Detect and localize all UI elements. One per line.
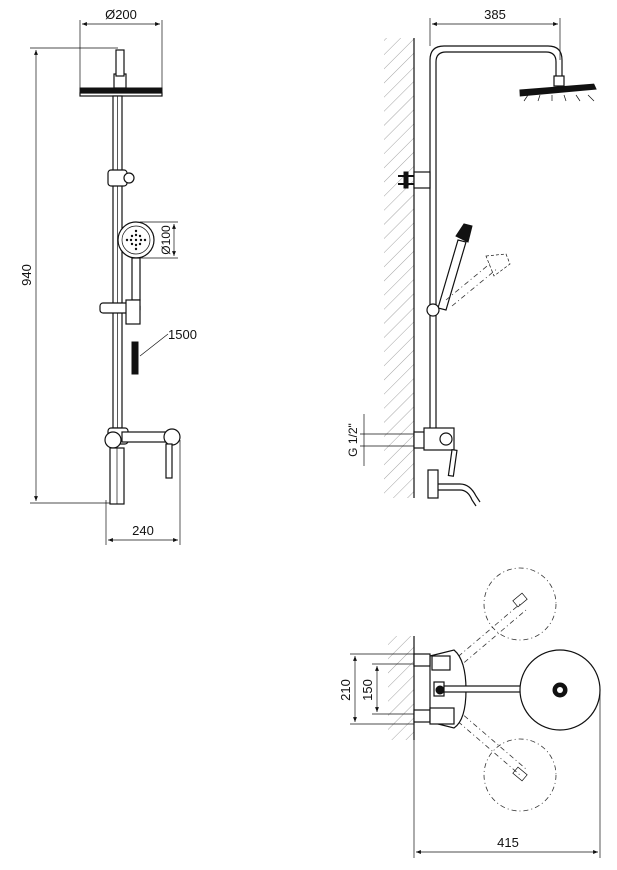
side-view: 385	[346, 7, 597, 507]
dim-arm-reach: 385	[484, 7, 506, 22]
dim-connection-thread: G 1/2"	[346, 423, 360, 457]
dim-hose-length: 1500	[168, 327, 197, 342]
dim-head-diameter: Ø200	[105, 7, 137, 22]
hand-shower-icon	[426, 223, 511, 317]
dim-inner-spacing: 150	[360, 679, 375, 701]
dim-outer-spacing: 210	[338, 679, 353, 701]
wall-hatch-icon	[388, 636, 415, 740]
hand-shower-icon	[117, 221, 155, 301]
top-view: 210 150	[338, 567, 601, 858]
dim-projection: 240	[132, 523, 154, 538]
mixer-lever-icon	[413, 427, 481, 507]
wall-hatch-icon	[384, 38, 415, 498]
shower-head-icon	[519, 649, 601, 731]
dim-total-width: 415	[497, 835, 519, 850]
front-view: 940 Ø200	[19, 7, 197, 545]
shower-head-icon	[79, 49, 163, 97]
dim-handshower-diameter: Ø100	[159, 225, 173, 255]
shower-head-icon	[519, 75, 597, 102]
dim-total-height: 940	[19, 264, 34, 286]
mixer-lever-icon	[104, 427, 181, 505]
